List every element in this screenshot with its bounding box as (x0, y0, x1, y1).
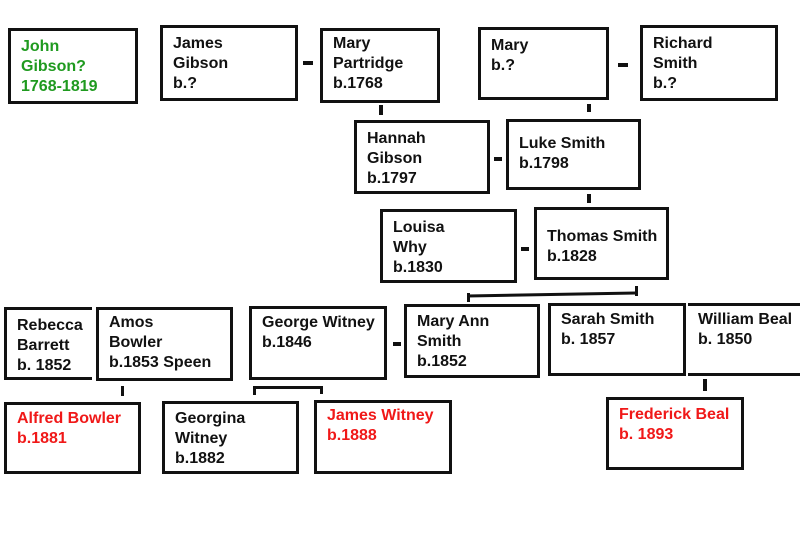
name-line: Amos (109, 314, 154, 331)
dates: b.1797 (367, 170, 417, 187)
dates: b.1828 (547, 248, 597, 265)
name-line: Mary Ann (417, 313, 490, 330)
person-james-gibson: James Gibson b.? (160, 25, 298, 101)
dates: b.? (491, 57, 515, 74)
dates: b. 1893 (619, 426, 674, 443)
name-line: Thomas Smith (547, 228, 658, 245)
dates: b. 1850 (698, 331, 753, 348)
dates: b.1853 Speen (109, 354, 212, 371)
dates: b. 1852 (17, 357, 72, 374)
name-line: Smith (653, 55, 698, 72)
marriage-connector (393, 342, 401, 346)
name-line: Rebecca (17, 317, 83, 334)
name-line: Barrett (17, 337, 70, 354)
name-line: William Beal (698, 311, 793, 328)
name-line: Gibson? (21, 58, 86, 75)
descent-connector (121, 386, 124, 396)
name-line: Frederick Beal (619, 406, 730, 423)
name-line: Richard (653, 35, 713, 52)
person-frederick-beal: Frederick Beal b. 1893 (606, 397, 744, 470)
name-line: Bowler (109, 334, 163, 351)
name-line: Georgina (175, 410, 246, 427)
marriage-connector (618, 63, 628, 67)
dates: b.1882 (175, 450, 225, 467)
person-louisa-why: Louisa Why b.1830 (380, 209, 517, 283)
marriage-connector (521, 247, 529, 251)
sibling-bracket (466, 291, 638, 298)
name-line: Partridge (333, 55, 404, 72)
person-georgina-witney: Georgina Witney b.1882 (162, 401, 299, 474)
sibling-bracket (635, 286, 638, 296)
name-line: Alfred Bowler (17, 410, 122, 427)
name-line: Louisa (393, 219, 445, 236)
marriage-connector (494, 157, 502, 161)
name-line: Witney (175, 430, 228, 447)
person-luke-smith: Luke Smith b.1798 (506, 119, 641, 190)
descent-connector (587, 194, 591, 203)
person-mary-partridge: Mary Partridge b.1768 (320, 28, 440, 103)
person-richard-smith: Richard Smith b.? (640, 25, 778, 101)
name-line: Smith (417, 333, 462, 350)
name-line: Sarah Smith (561, 311, 655, 328)
dates: b.? (653, 75, 677, 92)
dates: b. 1857 (561, 331, 616, 348)
descent-connector (379, 105, 383, 115)
name-line: Luke Smith (519, 135, 606, 152)
person-george-witney: George Witney b.1846 (249, 306, 387, 380)
name-line: Mary (333, 35, 371, 52)
marriage-connector (303, 61, 313, 65)
sibling-bracket (253, 386, 256, 395)
name-line: Gibson (173, 55, 229, 72)
dates: b.? (173, 75, 197, 92)
name-line: Mary (491, 37, 529, 54)
person-john-gibson: John Gibson? 1768-1819 (8, 28, 138, 104)
name-line: George Witney (262, 314, 375, 331)
person-james-witney: James Witney b.1888 (314, 400, 452, 474)
name-line: James Witney (327, 407, 434, 424)
descent-connector (587, 104, 591, 112)
dates: b.1846 (262, 334, 312, 351)
dates: b.1881 (17, 430, 67, 447)
person-sarah-smith: Sarah Smith b. 1857 (548, 303, 686, 376)
person-mary-ann-smith: Mary Ann Smith b.1852 (404, 304, 540, 378)
dates: 1768-1819 (21, 78, 98, 95)
descent-connector (703, 379, 707, 391)
dates: b.1888 (327, 427, 377, 444)
name-line: Why (393, 239, 427, 256)
dates: b.1768 (333, 75, 383, 92)
name-line: Gibson (367, 150, 423, 167)
person-rebecca-barrett: Rebecca Barrett b. 1852 (4, 307, 92, 380)
name-line: James (173, 35, 223, 52)
dates: b.1852 (417, 353, 467, 370)
name-line: John (21, 38, 60, 55)
person-mary: Mary b.? (478, 27, 609, 100)
dates: b.1798 (519, 155, 569, 172)
person-thomas-smith: Thomas Smith b.1828 (534, 207, 669, 280)
sibling-bracket (467, 293, 470, 302)
person-william-beal: William Beal b. 1850 (688, 303, 800, 376)
sibling-bracket (320, 386, 323, 394)
name-line: Hannah (367, 130, 426, 147)
person-amos-bowler: Amos Bowler b.1853 Speen (96, 307, 233, 381)
dates: b.1830 (393, 259, 443, 276)
person-alfred-bowler: Alfred Bowler b.1881 (4, 402, 141, 474)
sibling-bracket (253, 386, 323, 389)
person-hannah-gibson: Hannah Gibson b.1797 (354, 120, 490, 194)
